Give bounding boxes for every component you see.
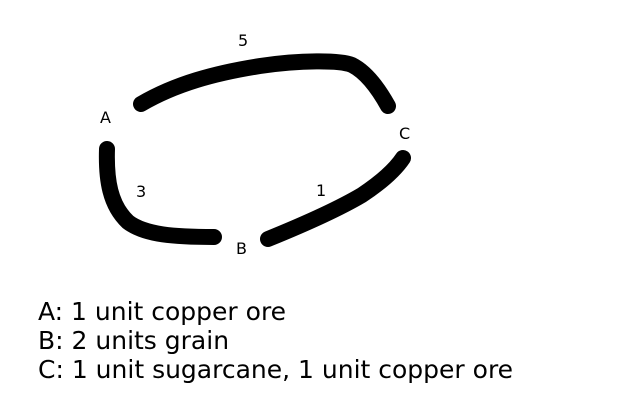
node-label-a: A	[100, 108, 111, 127]
edge-weight-b-c: 1	[316, 181, 327, 200]
legend-line-a: A: 1 unit copper ore	[38, 297, 287, 326]
edge-weight-a-c: 5	[238, 31, 249, 50]
resource-legend: A: 1 unit copper ore B: 2 units grain C:…	[38, 297, 513, 384]
edge-a-b	[98, 141, 222, 245]
legend-line-b: B: 2 units grain	[38, 326, 230, 355]
edge-b-c	[260, 150, 411, 247]
edge-weight-a-b: 3	[136, 182, 147, 201]
edge-a-c	[133, 53, 396, 114]
legend-line-c: C: 1 unit sugarcane, 1 unit copper ore	[38, 355, 514, 384]
node-label-b: B	[236, 239, 247, 258]
node-label-c: C	[399, 124, 411, 143]
